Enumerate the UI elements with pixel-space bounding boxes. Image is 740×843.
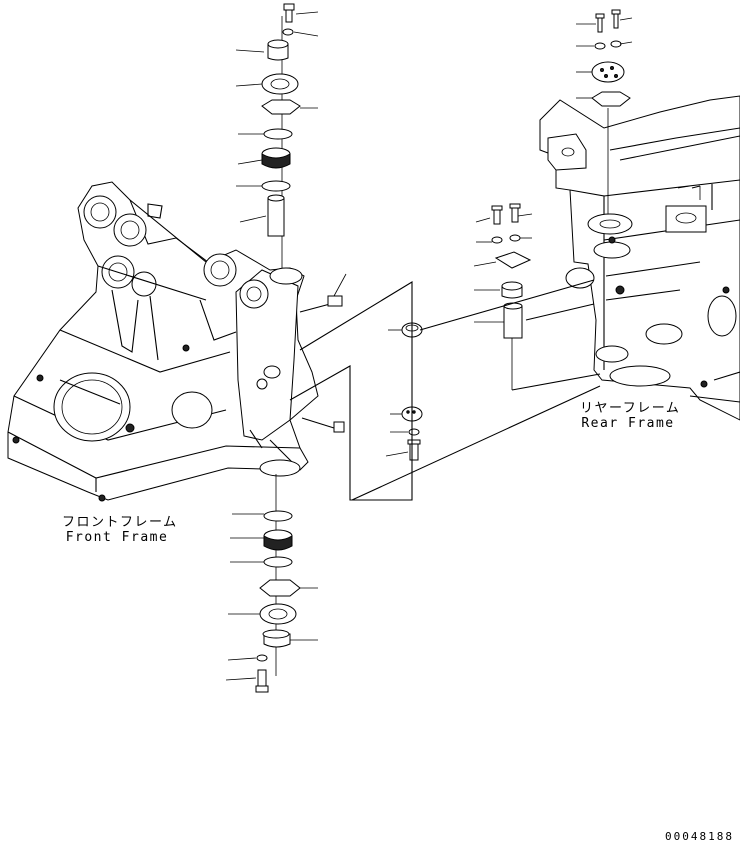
front-frame-label-en: Front Frame: [65, 530, 169, 545]
front-frame-illustration: [7, 181, 345, 502]
rear-frame-illustration: [539, 9, 740, 421]
rear-frame-label-en: Rear Frame: [581, 416, 675, 431]
rear-pin-parts: [289, 203, 601, 501]
front-upper-parts-stack: [261, 3, 301, 268]
front-frame-label: フロントフレーム Front Frame: [62, 515, 178, 545]
rear-frame-label: リヤーフレーム Rear Frame: [580, 401, 681, 431]
document-number: 00048188: [665, 830, 734, 843]
rear-frame-label-ja: リヤーフレーム: [580, 401, 681, 416]
front-frame-label-ja: フロントフレーム: [62, 515, 178, 530]
front-lower-parts-stack: [255, 474, 301, 693]
callout-leader-lines: [225, 11, 701, 681]
